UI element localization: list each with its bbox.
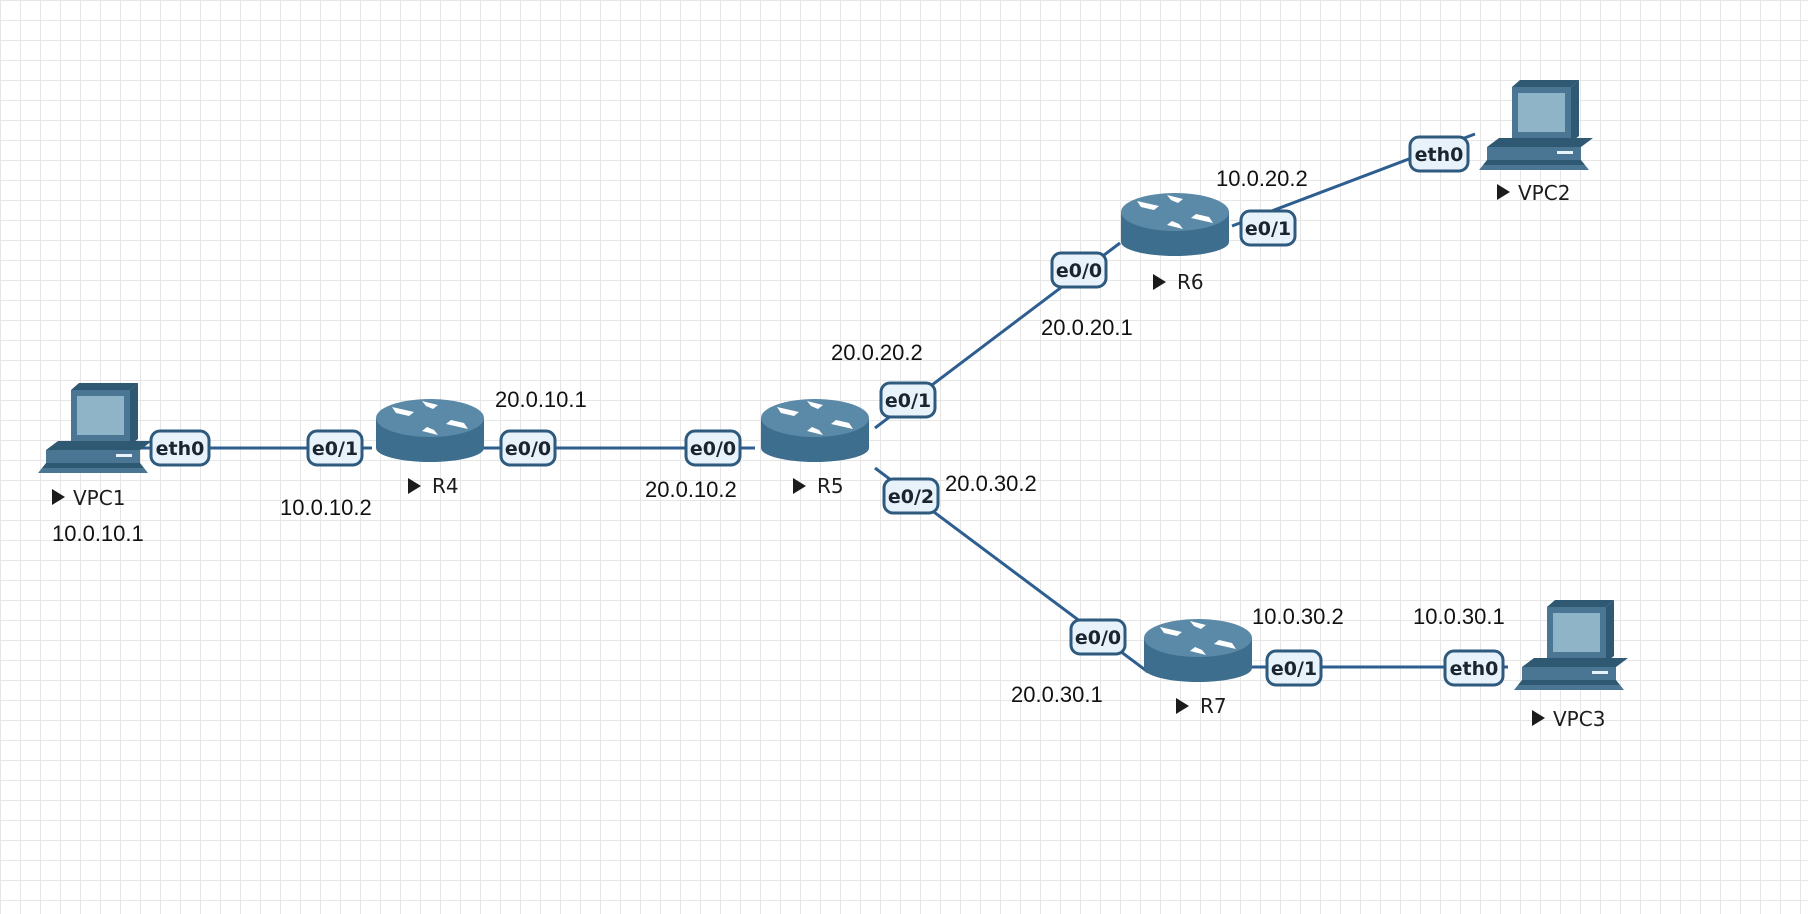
router-icon: [376, 399, 484, 462]
port-vpc3-eth0[interactable]: eth0: [1443, 649, 1505, 687]
node-label: VPC3: [1553, 707, 1605, 731]
port-label: eth0: [1450, 658, 1499, 680]
port-r5-e0-1[interactable]: e0/1: [879, 381, 937, 419]
ip-r7-e0-0: 20.0.30.1: [1011, 682, 1103, 707]
port-label: e0/0: [1056, 260, 1102, 282]
play-icon: [52, 489, 65, 505]
port-r7-e0-0[interactable]: e0/0: [1069, 618, 1127, 656]
play-icon: [1176, 698, 1189, 714]
play-icon: [1153, 274, 1166, 290]
node-label: R6: [1177, 270, 1204, 294]
port-r5-e0-2[interactable]: e0/2: [882, 477, 940, 515]
port-r7-e0-1[interactable]: e0/1: [1265, 649, 1323, 687]
ip-r5-e0-2: 20.0.30.2: [945, 471, 1037, 496]
ip-r7-e0-1: 10.0.30.2: [1252, 604, 1344, 629]
node-r6[interactable]: R6: [1121, 193, 1229, 294]
node-vpc3[interactable]: VPC3: [1514, 600, 1628, 731]
port-label: e0/1: [312, 438, 358, 460]
node-r5[interactable]: R5: [761, 399, 869, 498]
node-vpc2[interactable]: VPC2: [1479, 80, 1593, 205]
node-label: R7: [1200, 694, 1227, 718]
play-icon: [1497, 184, 1510, 200]
port-label: e0/1: [1245, 218, 1291, 240]
port-label: eth0: [156, 438, 205, 460]
ip-vpc3: 10.0.30.1: [1413, 604, 1505, 629]
ip-r4-e0-1: 10.0.10.2: [280, 495, 372, 520]
port-vpc2-eth0[interactable]: eth0: [1408, 135, 1470, 173]
node-label: VPC2: [1518, 181, 1570, 205]
play-icon: [408, 478, 421, 494]
ip-labels: 10.0.10.1 10.0.10.2 20.0.10.1 20.0.10.2 …: [52, 166, 1505, 707]
play-icon: [793, 478, 806, 494]
port-label: e0/2: [888, 486, 934, 508]
port-vpc1-eth0[interactable]: eth0: [149, 429, 211, 467]
node-label: R4: [432, 474, 459, 498]
port-label: e0/0: [690, 438, 736, 460]
ip-r6-e0-1: 10.0.20.2: [1216, 166, 1308, 191]
port-label: e0/0: [1075, 627, 1121, 649]
port-r4-e0-0[interactable]: e0/0: [499, 429, 557, 467]
port-label: e0/1: [1271, 658, 1317, 680]
pc-icon: [1514, 600, 1628, 690]
node-label: VPC1: [73, 486, 125, 510]
router-icon: [1144, 619, 1252, 682]
pc-icon: [38, 383, 152, 473]
pc-icon: [1479, 80, 1593, 170]
port-r5-e0-0[interactable]: e0/0: [684, 429, 742, 467]
port-r4-e0-1[interactable]: e0/1: [306, 429, 364, 467]
play-icon: [1532, 710, 1545, 726]
port-label: eth0: [1415, 144, 1464, 166]
router-icon: [761, 399, 869, 462]
node-r7[interactable]: R7: [1144, 619, 1252, 718]
node-label: R5: [817, 474, 844, 498]
node-r4[interactable]: R4: [376, 399, 484, 498]
node-vpc1[interactable]: VPC1: [38, 383, 152, 510]
ip-r6-e0-0: 20.0.20.1: [1041, 315, 1133, 340]
ip-vpc1: 10.0.10.1: [52, 521, 144, 546]
port-r6-e0-1[interactable]: e0/1: [1239, 209, 1297, 247]
port-r6-e0-0[interactable]: e0/0: [1050, 251, 1108, 289]
ip-r5-e0-1: 20.0.20.2: [831, 340, 923, 365]
port-label: e0/1: [885, 390, 931, 412]
router-icon: [1121, 193, 1229, 256]
port-label: e0/0: [505, 438, 551, 460]
ip-r4-e0-0: 20.0.10.1: [495, 387, 587, 412]
ip-r5-e0-0: 20.0.10.2: [645, 477, 737, 502]
